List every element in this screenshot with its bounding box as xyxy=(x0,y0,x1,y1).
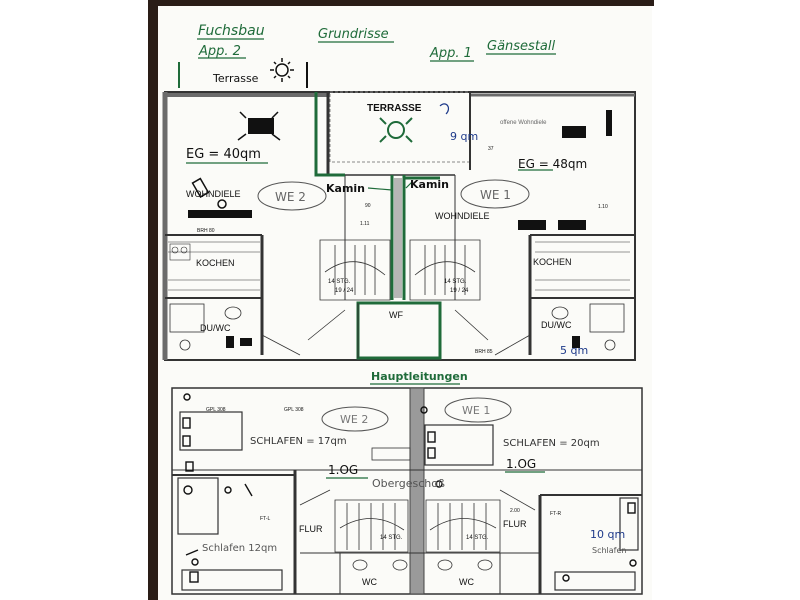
label-schlafen20: SCHLAFEN = 20qm xyxy=(503,438,600,449)
printed-labels: TERRASSE WOHNDIELE WOHNDIELE KOCHEN KOCH… xyxy=(186,103,608,587)
label-dim-110: 1.10 xyxy=(598,204,608,210)
label-duwc-left: DU/WC xyxy=(200,323,231,333)
label-dim-111: 1.11 xyxy=(360,221,370,227)
upper-floor xyxy=(171,387,643,595)
label-ft-l: FT-L xyxy=(260,516,270,522)
bed-we1 xyxy=(424,424,494,466)
label-og1-right: 1.OG xyxy=(506,457,536,471)
label-hauptleitungen: Hauptleitungen xyxy=(371,370,468,383)
title-grundrisse: Grundrisse xyxy=(318,27,389,42)
label-wc-right: WC xyxy=(459,577,474,587)
stair-left-upper xyxy=(334,499,409,553)
label-stg-ratio-left: 19 / 24 xyxy=(335,288,354,294)
label-schlafen10-area: 10 qm xyxy=(590,528,625,541)
label-wohndiele-right: WOHNDIELE xyxy=(435,211,490,221)
kitchen-right-fixtures xyxy=(535,241,630,291)
frame-top-strip xyxy=(148,0,654,6)
stoves xyxy=(188,110,612,348)
label-obergeschoss: Obergeschoß xyxy=(372,477,445,490)
kamin-lines xyxy=(314,92,440,300)
wardrobe-left xyxy=(177,477,219,535)
label-schlafen17: SCHLAFEN = 17qm xyxy=(250,436,347,447)
label-gpl-left: GPL 308 xyxy=(206,407,226,413)
green-underlines xyxy=(186,38,556,479)
label-stg-right: 14 STG. xyxy=(444,279,467,285)
label-eg40: EG = 40qm xyxy=(186,147,261,162)
title-fuchsbau: Fuchsbau xyxy=(198,23,265,39)
label-stg-left: 14 STG. xyxy=(328,279,351,285)
label-og1-left: 1.OG xyxy=(328,463,358,477)
label-schlafen12: Schlafen 12qm xyxy=(202,543,277,554)
hand-marks xyxy=(191,111,281,209)
chimney-shaft xyxy=(394,178,402,298)
label-terrasse-small: Terrasse xyxy=(212,72,259,85)
we1-oval-ground xyxy=(460,179,530,209)
stair-right-ground xyxy=(409,239,481,301)
bath-right-fixtures xyxy=(551,303,625,351)
wardrobe-right xyxy=(619,497,639,551)
label-dim-200: 2.00 xyxy=(510,508,520,514)
label-flur-left: FLUR xyxy=(299,524,323,534)
label-dim-37: 37 xyxy=(488,146,494,152)
label-brh80: BRH 80 xyxy=(197,228,215,234)
frame-left-strip xyxy=(148,0,158,600)
label-wohndiele-left: WOHNDIELE xyxy=(186,189,241,199)
label-flur-right: FLUR xyxy=(503,519,527,529)
hand-marks-upper xyxy=(182,393,637,583)
label-offene: offene Wohndiele xyxy=(500,120,547,126)
cabinet-right-bottom xyxy=(554,571,636,591)
upper-floor-outline xyxy=(171,387,643,595)
label-wc-left: WC xyxy=(362,577,377,587)
label-gpl-mid: GPL 308 xyxy=(284,407,304,413)
label-kochen-right: KOCHEN xyxy=(533,257,572,267)
label-we2-ground: WE 2 xyxy=(275,190,306,204)
label-eg48: EG = 48qm xyxy=(518,157,587,171)
label-we1-ground: WE 1 xyxy=(480,188,511,202)
label-schlafen10: Schlafen xyxy=(592,546,626,555)
sun-symbol-terrace xyxy=(379,117,413,143)
central-wall xyxy=(409,387,425,595)
label-stg-ratio-right: 19 / 24 xyxy=(450,288,469,294)
title-gaensestall: Gänsestall xyxy=(487,39,555,54)
label-terrasse: TERRASSE xyxy=(367,103,422,114)
we2-oval-ground xyxy=(257,181,327,211)
label-brh85: BRH 85 xyxy=(475,349,493,355)
we1-oval-upper xyxy=(444,397,512,423)
label-kochen-left: KOCHEN xyxy=(196,258,235,268)
ground-floor xyxy=(162,91,636,361)
we2-oval-upper xyxy=(321,406,389,432)
title-app2: App. 2 xyxy=(198,44,241,59)
label-duwc-right: DU/WC xyxy=(541,320,572,330)
label-area5: 5 qm xyxy=(560,344,588,357)
label-ft-r: FT-R xyxy=(550,511,561,517)
label-dim-90: 90 xyxy=(365,203,371,209)
label-we2-upper: WE 2 xyxy=(340,413,368,426)
title-app1: App. 1 xyxy=(429,46,472,61)
kamin-arrows xyxy=(367,181,413,191)
label-kamin-right: Kamin xyxy=(410,178,449,191)
blue-mark-terrace xyxy=(439,103,450,115)
cabinet-left-bottom xyxy=(181,569,283,591)
stair-right-upper xyxy=(425,499,501,553)
label-stg-upper-right: 14 STG. xyxy=(466,535,489,541)
label-area9: 9 qm xyxy=(450,130,478,143)
kitchen-left-fixtures xyxy=(168,241,260,291)
stair-left-ground xyxy=(319,239,391,301)
handwritten-labels: Fuchsbau App. 2 Grundrisse App. 1 Gänses… xyxy=(186,23,626,555)
label-wf: WF xyxy=(389,310,403,320)
bed-we2 xyxy=(179,411,243,451)
bath-left-fixtures xyxy=(169,303,242,351)
sun-symbol-top xyxy=(270,58,294,82)
label-stg-upper-left: 14 STG. xyxy=(380,535,403,541)
label-we1-upper: WE 1 xyxy=(462,404,490,417)
label-kamin-left: Kamin xyxy=(326,182,365,195)
